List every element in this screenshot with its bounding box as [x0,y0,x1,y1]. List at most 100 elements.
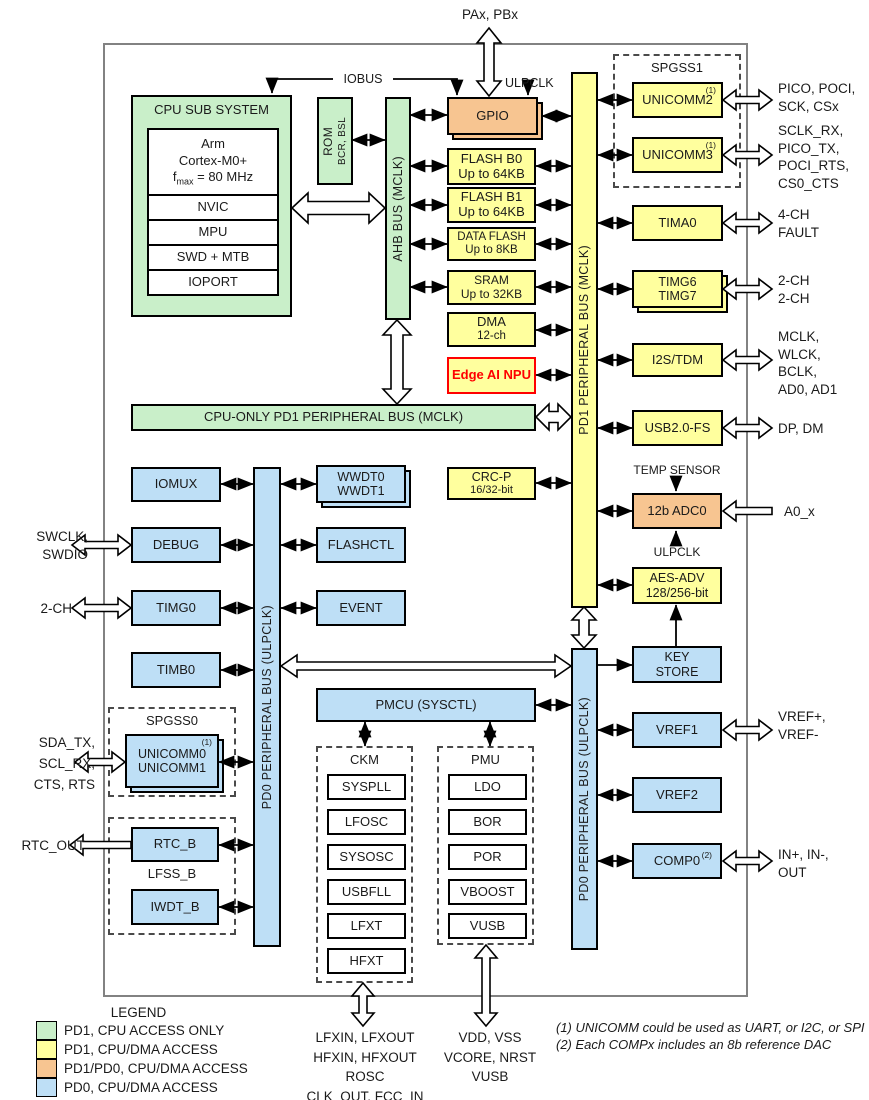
bus-ahb-label: AHB BUS (MCLK) [390,155,405,262]
block-vusb: VUSB [448,913,527,939]
spgss1-title: SPGSS1 [650,60,704,75]
block-vref2: VREF2 [632,777,722,813]
cpu-core-line1: Arm [201,136,225,152]
cpu-row-ioport: IOPORT [147,269,279,296]
pin-label-clocks: LFXIN, LFXOUT HFXIN, HFXOUT ROSC CLK_OUT… [306,1030,424,1100]
pin-label-spi1: PICO, POCI, SCK, CSx [778,81,856,114]
pin-label-adc: A0_x [784,504,815,519]
temp-sensor-label: TEMP SENSOR [633,463,721,477]
block-vboost: VBOOST [448,879,527,905]
block-iwdt-b: IWDT_B [131,889,219,925]
legend-swatch-orange [36,1059,57,1078]
block-lfxt: LFXT [327,913,406,939]
block-unicomm3: UNICOMM3 (1) [632,137,723,173]
pin-label-swd: SWCLK, SWDIO [36,529,88,562]
group-pmu: PMU LDO BOR POR VBOOST VUSB [437,746,534,945]
pmu-title: PMU [471,752,500,767]
legend-title: LEGEND [110,1005,167,1020]
legend-item-blue: PD0, CPU/DMA ACCESS [36,1078,218,1097]
iobus-label: IOBUS [333,71,393,88]
block-i2s-tdm: I2S/TDM [632,343,723,377]
unicomm3-footref: (1) [705,140,716,150]
spgss0-title: SPGSS0 [145,713,199,728]
pin-label-timg0: 2-CH [40,601,72,616]
cpu-subsystem-title: CPU SUB SYSTEM [154,102,269,117]
bus-cpu-only-pd1: CPU-ONLY PD1 PERIPHERAL BUS (MCLK) [131,404,536,431]
comp0-footref: (2) [701,850,712,860]
cpu-row-swd-mtb: SWD + MTB [147,244,279,271]
block-unicomm2: UNICOMM2 (1) [632,82,723,118]
block-vref1: VREF1 [632,712,722,748]
block-rom: ROM BCR, BSL [317,97,353,185]
legend-swatch-blue [36,1078,57,1097]
pin-label-comp0: IN+, IN-, OUT [778,847,829,880]
pin-label-tima0: 4-CH FAULT [778,207,820,240]
pin-label-usb: DP, DM [778,421,824,436]
block-iomux: IOMUX [131,467,221,502]
cpu-row-nvic: NVIC [147,194,279,221]
legend-swatch-yellow [36,1040,57,1059]
cpu-row-mpu: MPU [147,219,279,246]
block-gpio: GPIO [447,97,538,135]
bus-pd0-right: PD0 PERIPHERAL BUS (ULPCLK) [571,648,598,950]
block-debug: DEBUG [131,527,221,563]
block-timb0: TIMB0 [131,652,221,688]
gpio-label: GPIO [476,107,509,123]
cpu-fmax: fmax = 80 MHz [172,168,254,187]
pin-label-i2s: MCLK, WLCK, BCLK, AD0, AD1 [778,329,838,397]
block-comp0: COMP0 (2) [632,843,722,879]
gpio-ulpclk-label: ULPCLK [505,76,554,90]
rom-label: ROM [320,126,335,156]
block-flashctl: FLASHCTL [316,527,406,563]
footnote-2: (2) Each COMPx includes an 8b reference … [556,1037,832,1052]
unicomm01-footref: (1) [201,737,212,747]
block-lfosc: LFOSC [327,809,406,835]
block-ldo: LDO [448,774,527,800]
unicomm2-footref: (1) [705,85,716,95]
legend-swatch-green [36,1021,57,1040]
lfss-b-title: LFSS_B [147,866,197,881]
block-adc0: 12b ADC0 [632,493,722,529]
adc-ulpclk-label: ULPCLK [653,545,701,559]
pin-label-unicomm01: SDA_TX, SCL_RX, CTS, RTS [33,735,95,792]
block-event: EVENT [316,590,406,626]
pin-label-vref1: VREF+, VREF- [778,709,826,742]
ckm-title: CKM [350,752,379,767]
block-cpu-subsystem: CPU SUB SYSTEM Arm Cortex-M0+ fmax = 80 … [131,95,292,317]
legend-item-orange: PD1/PD0, CPU/DMA ACCESS [36,1059,248,1078]
rom-sublabel: BCR, BSL [336,117,348,165]
bus-pd0-left: PD0 PERIPHERAL BUS (ULPCLK) [253,467,281,947]
block-rtc-b: RTC_B [131,827,219,862]
legend-item-yellow: PD1, CPU/DMA ACCESS [36,1040,218,1059]
pin-label-rtc-out: RTC_OUT [21,838,85,853]
block-usb: USB2.0-FS [632,410,723,446]
cpu-core-line2: Cortex-M0+ [178,152,248,168]
footnote-1: (1) UNICOMM could be used as UART, or I2… [556,1020,865,1035]
group-lfss-b [108,817,236,935]
pin-label-uart1: SCLK_RX, PICO_TX, POCI_RTS, CS0_CTS [778,123,850,191]
pin-label-timg67: 2-CH 2-CH [778,273,810,306]
pin-label-power: VDD, VSS VCORE, NRST VUSB [443,1030,537,1085]
group-ckm: CKM SYSPLL LFOSC SYSOSC USBFLL LFXT HFXT [316,746,413,983]
block-por: POR [448,844,527,870]
block-pmcu: PMCU (SYSCTL) [316,688,536,722]
block-tima0: TIMA0 [632,205,723,241]
block-bor: BOR [448,809,527,835]
bus-ahb: AHB BUS (MCLK) [385,97,411,320]
block-timg0: TIMG0 [131,590,221,626]
block-syspll: SYSPLL [327,774,406,800]
pin-label-pax-pbx: PAx, PBx [461,7,519,22]
block-edge-ai-npu: Edge AI NPU [447,357,536,394]
